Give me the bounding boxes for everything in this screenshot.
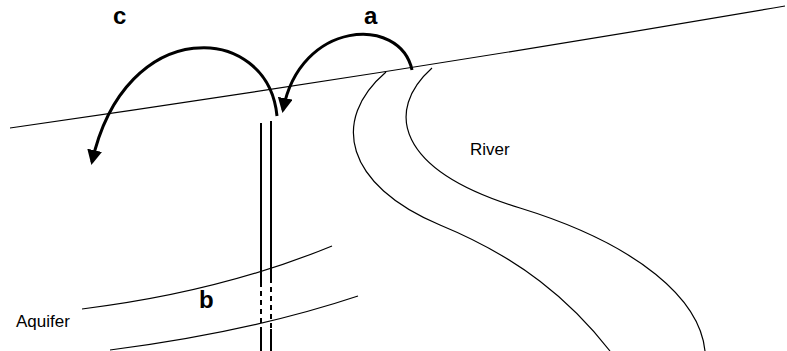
arrow-letter: c: [113, 3, 126, 29]
well-casing: [261, 121, 271, 351]
aquifer-label: Aquifer: [16, 313, 70, 332]
screen-letter: b: [199, 287, 214, 313]
aquifer-boundary: [110, 296, 358, 350]
flow-arrow: [283, 34, 412, 110]
river-label: River: [470, 141, 510, 160]
flow-arrow: [92, 48, 277, 162]
river-bank: [406, 68, 705, 351]
river-bank: [353, 72, 610, 351]
arrow-letter: a: [364, 3, 377, 29]
